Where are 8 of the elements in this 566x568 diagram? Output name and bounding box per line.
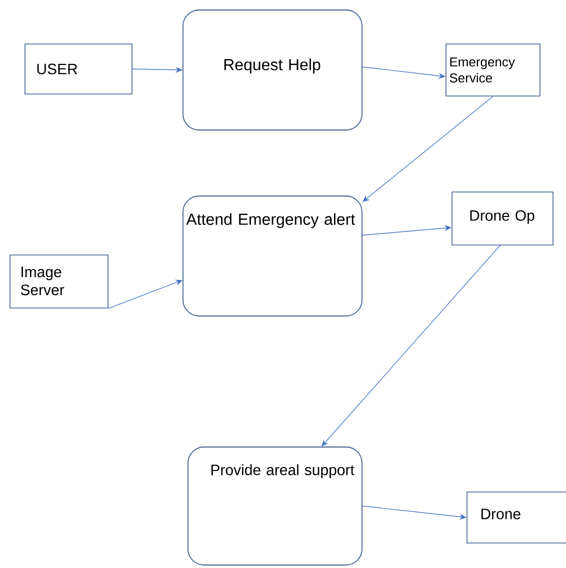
box: Emergency Service — [446, 44, 540, 96]
box: USER — [24, 44, 132, 94]
rounded-process-box: Attend Emergency alert — [182, 196, 362, 316]
box: Drone Op — [452, 192, 554, 246]
rounded-process-box: Request Help — [182, 10, 362, 130]
rounded-process-box: Provide areal support — [188, 446, 362, 566]
box: Image Server — [10, 254, 108, 308]
box: Drone — [466, 492, 566, 544]
